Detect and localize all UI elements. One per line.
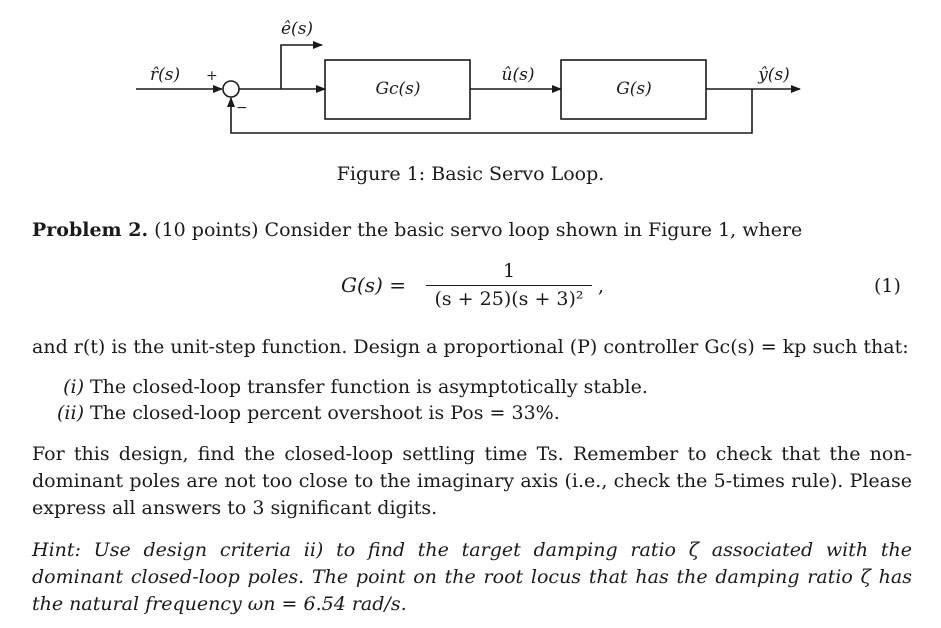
equation-fraction: 1 (s + 25)(s + 3)² <box>422 260 596 310</box>
equation-1: G(s) = 1 (s + 25)(s + 3)² , (1) <box>0 260 941 312</box>
fraction-bar <box>426 285 592 286</box>
figure-caption: Figure 1: Basic Servo Loop. <box>336 163 605 185</box>
plant-label: G(s) <box>616 79 652 99</box>
problem-statement: and r(t) is the unit-step function. Desi… <box>32 336 909 358</box>
problem-intro-line: Problem 2. (10 points) Consider the basi… <box>32 217 912 244</box>
output-label: ŷ(s) <box>757 65 790 85</box>
summing-junction <box>222 80 240 98</box>
error-label: ê(s) <box>281 19 313 39</box>
servo-loop-diagram: r̂(s) + − ê(s) Gc(s) û(s) G(s) ŷ(s) <box>136 19 801 134</box>
problem-intro: (10 points) Consider the basic servo loo… <box>154 219 803 241</box>
error-tap-arrow <box>280 41 323 89</box>
condition-i-text: The closed-loop transfer function is asy… <box>90 376 648 398</box>
input-label: r̂(s) <box>150 65 180 85</box>
task-paragraph: For this design, find the closed-loop se… <box>32 443 912 519</box>
condition-i-label: (i) <box>63 376 84 398</box>
equation-number: (1) <box>874 275 901 297</box>
equation-numerator: 1 <box>502 260 516 282</box>
condition-ii-text: The closed-loop percent overshoot is Pos… <box>90 402 560 424</box>
feedback-path <box>227 89 753 134</box>
condition-ii: (ii) The closed-loop percent overshoot is… <box>32 400 560 426</box>
equation-denominator: (s + 25)(s + 3)² <box>434 288 584 310</box>
hint-paragraph: Hint: Use design criteria ii) to find th… <box>32 539 912 615</box>
plus-sign: + <box>206 68 218 84</box>
control-label: û(s) <box>502 65 535 85</box>
equation-lhs: G(s) = <box>341 273 406 297</box>
condition-ii-label: (ii) <box>57 402 84 424</box>
condition-i: (i) The closed-loop transfer function is … <box>32 374 648 400</box>
minus-sign: − <box>236 100 248 116</box>
controller-label: Gc(s) <box>375 79 420 99</box>
problem-heading: Problem 2. <box>32 219 149 241</box>
equation-trailing: , <box>598 275 605 297</box>
